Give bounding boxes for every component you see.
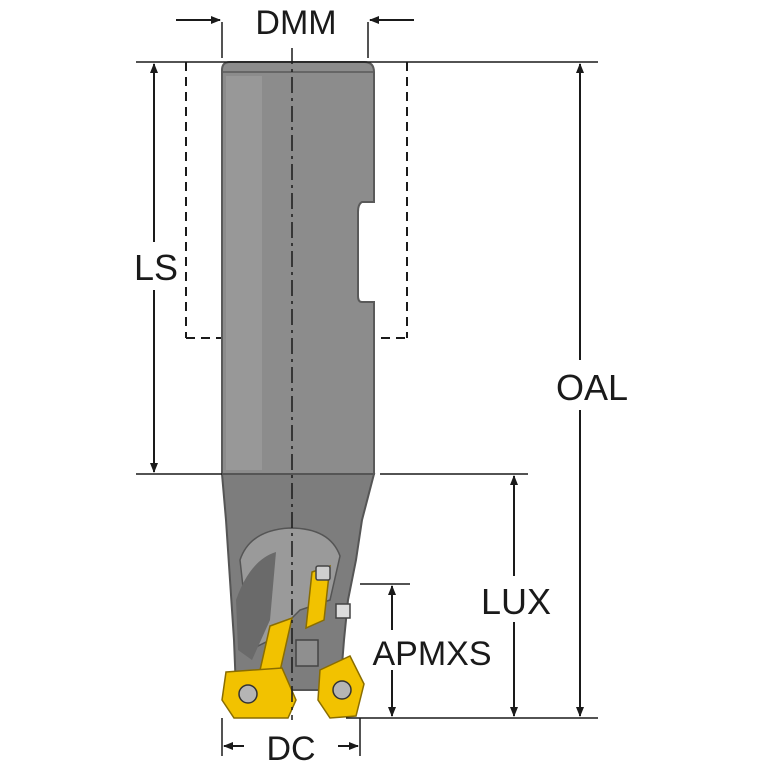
- flute-shadow: [236, 552, 276, 660]
- insert-screw-upper: [315, 565, 331, 581]
- shank-highlight: [226, 76, 262, 470]
- dc-label: DC: [266, 730, 315, 767]
- apmxs-label: APMXS: [372, 635, 491, 673]
- ls-label: LS: [134, 247, 178, 288]
- apmxs-dimension: APMXS: [372, 585, 492, 717]
- insert-bottom-left: [221, 667, 297, 719]
- dmm-label: DMM: [255, 4, 336, 42]
- insert-screw-right: [332, 680, 352, 700]
- insert-screw-left: [238, 684, 258, 704]
- cutting-inserts: [221, 564, 365, 719]
- small-seat-block: [335, 603, 351, 619]
- oal-label: OAL: [556, 367, 628, 408]
- cutter-body: [220, 473, 376, 691]
- extension-lines: [136, 22, 598, 756]
- lux-label: LUX: [481, 581, 551, 622]
- insert-seat-middle: [295, 639, 319, 667]
- tool-shank: [221, 61, 375, 475]
- ls-dimension: LS: [134, 63, 178, 473]
- dc-dimension: DC: [223, 730, 359, 767]
- oal-dimension: OAL: [556, 63, 628, 717]
- dmm-dimension: DMM: [176, 4, 414, 42]
- lux-dimension: LUX: [481, 475, 551, 717]
